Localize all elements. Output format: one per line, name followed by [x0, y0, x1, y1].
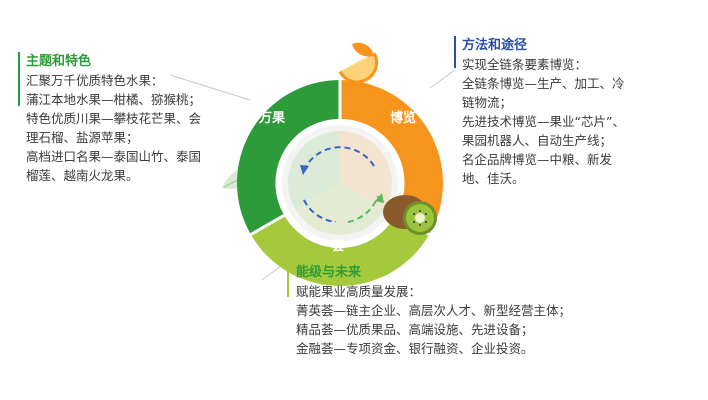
method-line: 实现全链条要素博览：: [462, 57, 588, 72]
connector-theme: [169, 74, 251, 101]
level-lines: 赋能果业高质量发展： 菁英荟—链主企业、高层次人才、新型经营主体； 精品荟—优质…: [296, 282, 571, 358]
segment-right: [340, 80, 443, 235]
method-line: 全链条博览—生产、加工、冷: [462, 76, 625, 91]
kiwi-icon: [383, 195, 437, 235]
method-accent-bar: [454, 36, 456, 68]
theme-lines: 汇聚万千优质特色水果： 蒲江本地水果—柑橘、猕猴桃； 特色优质川果—攀枝花芒果、…: [26, 71, 201, 185]
method-title: 方法和途径: [462, 38, 528, 53]
method-block: 方法和途径 实现全链条要素博览： 全链条博览—生产、加工、冷 链物流； 先进技术…: [462, 37, 625, 188]
inner-sector-left: [288, 131, 340, 209]
segment-label-left: 万果: [258, 111, 285, 126]
level-accent-bar: [287, 263, 289, 297]
level-line: 金融荟—专项资金、银行融资、企业投资。: [296, 341, 534, 356]
theme-line: 汇聚万千优质特色水果：: [26, 73, 164, 88]
theme-line: 特色优质川果—攀枝花芒果、会: [26, 111, 202, 126]
level-block: 能级与未来 赋能果业高质量发展： 菁英荟—链主企业、高层次人才、新型经营主体； …: [296, 264, 571, 358]
theme-line: 理石榴、盐源苹果；: [26, 130, 139, 145]
theme-block: 主题和特色 汇聚万千优质特色水果： 蒲江本地水果—柑橘、猕猴桃； 特色优质川果—…: [26, 53, 201, 185]
level-title: 能级与未来: [296, 265, 362, 280]
theme-line: 榴莲、越南火龙果。: [26, 168, 139, 183]
method-line: 先进技术博览—果业“芯片”、: [462, 114, 625, 129]
arrow-head-green: [375, 193, 384, 203]
method-line: 链物流；: [462, 95, 513, 110]
segment-label-right: 博览: [390, 110, 416, 126]
cycle-arrow-blue: [303, 146, 375, 171]
segment-bottom: [250, 215, 430, 286]
inner-sector-bottom: [295, 183, 385, 235]
orange-slice-icon: [338, 42, 379, 84]
theme-line: 高档进口名果—泰国山竹、泰国: [26, 149, 202, 164]
level-line: 赋能果业高质量发展：: [296, 284, 422, 299]
arrow-head-blue: [300, 165, 309, 175]
cycle-arrow-green: [347, 195, 379, 223]
level-line: 菁英荟—链主企业、高层次人才、新型经营主体；: [296, 303, 572, 318]
level-line: 精品荟—优质果品、高端设施、先进设备；: [296, 322, 534, 337]
method-lines: 实现全链条要素博览： 全链条博览—生产、加工、冷 链物流； 先进技术博览—果业“…: [462, 55, 625, 188]
theme-accent-bar: [18, 52, 20, 106]
inner-sector-right: [340, 131, 392, 209]
segment-divider-left: [250, 213, 285, 236]
theme-line: 蒲江本地水果—柑橘、猕猴桃；: [26, 92, 202, 107]
segment-left: [237, 80, 340, 235]
method-line: 果园机器人、自动生产线；: [462, 133, 613, 148]
method-line: 名企品牌博览—中粮、新发: [462, 152, 613, 167]
connector-method: [429, 69, 456, 89]
method-line: 地、佳沃。: [462, 171, 525, 186]
theme-title: 主题和特色: [26, 54, 92, 69]
cycle-arrow-blue-lower: [303, 199, 337, 223]
segment-label-bottom: 荟: [330, 238, 345, 254]
